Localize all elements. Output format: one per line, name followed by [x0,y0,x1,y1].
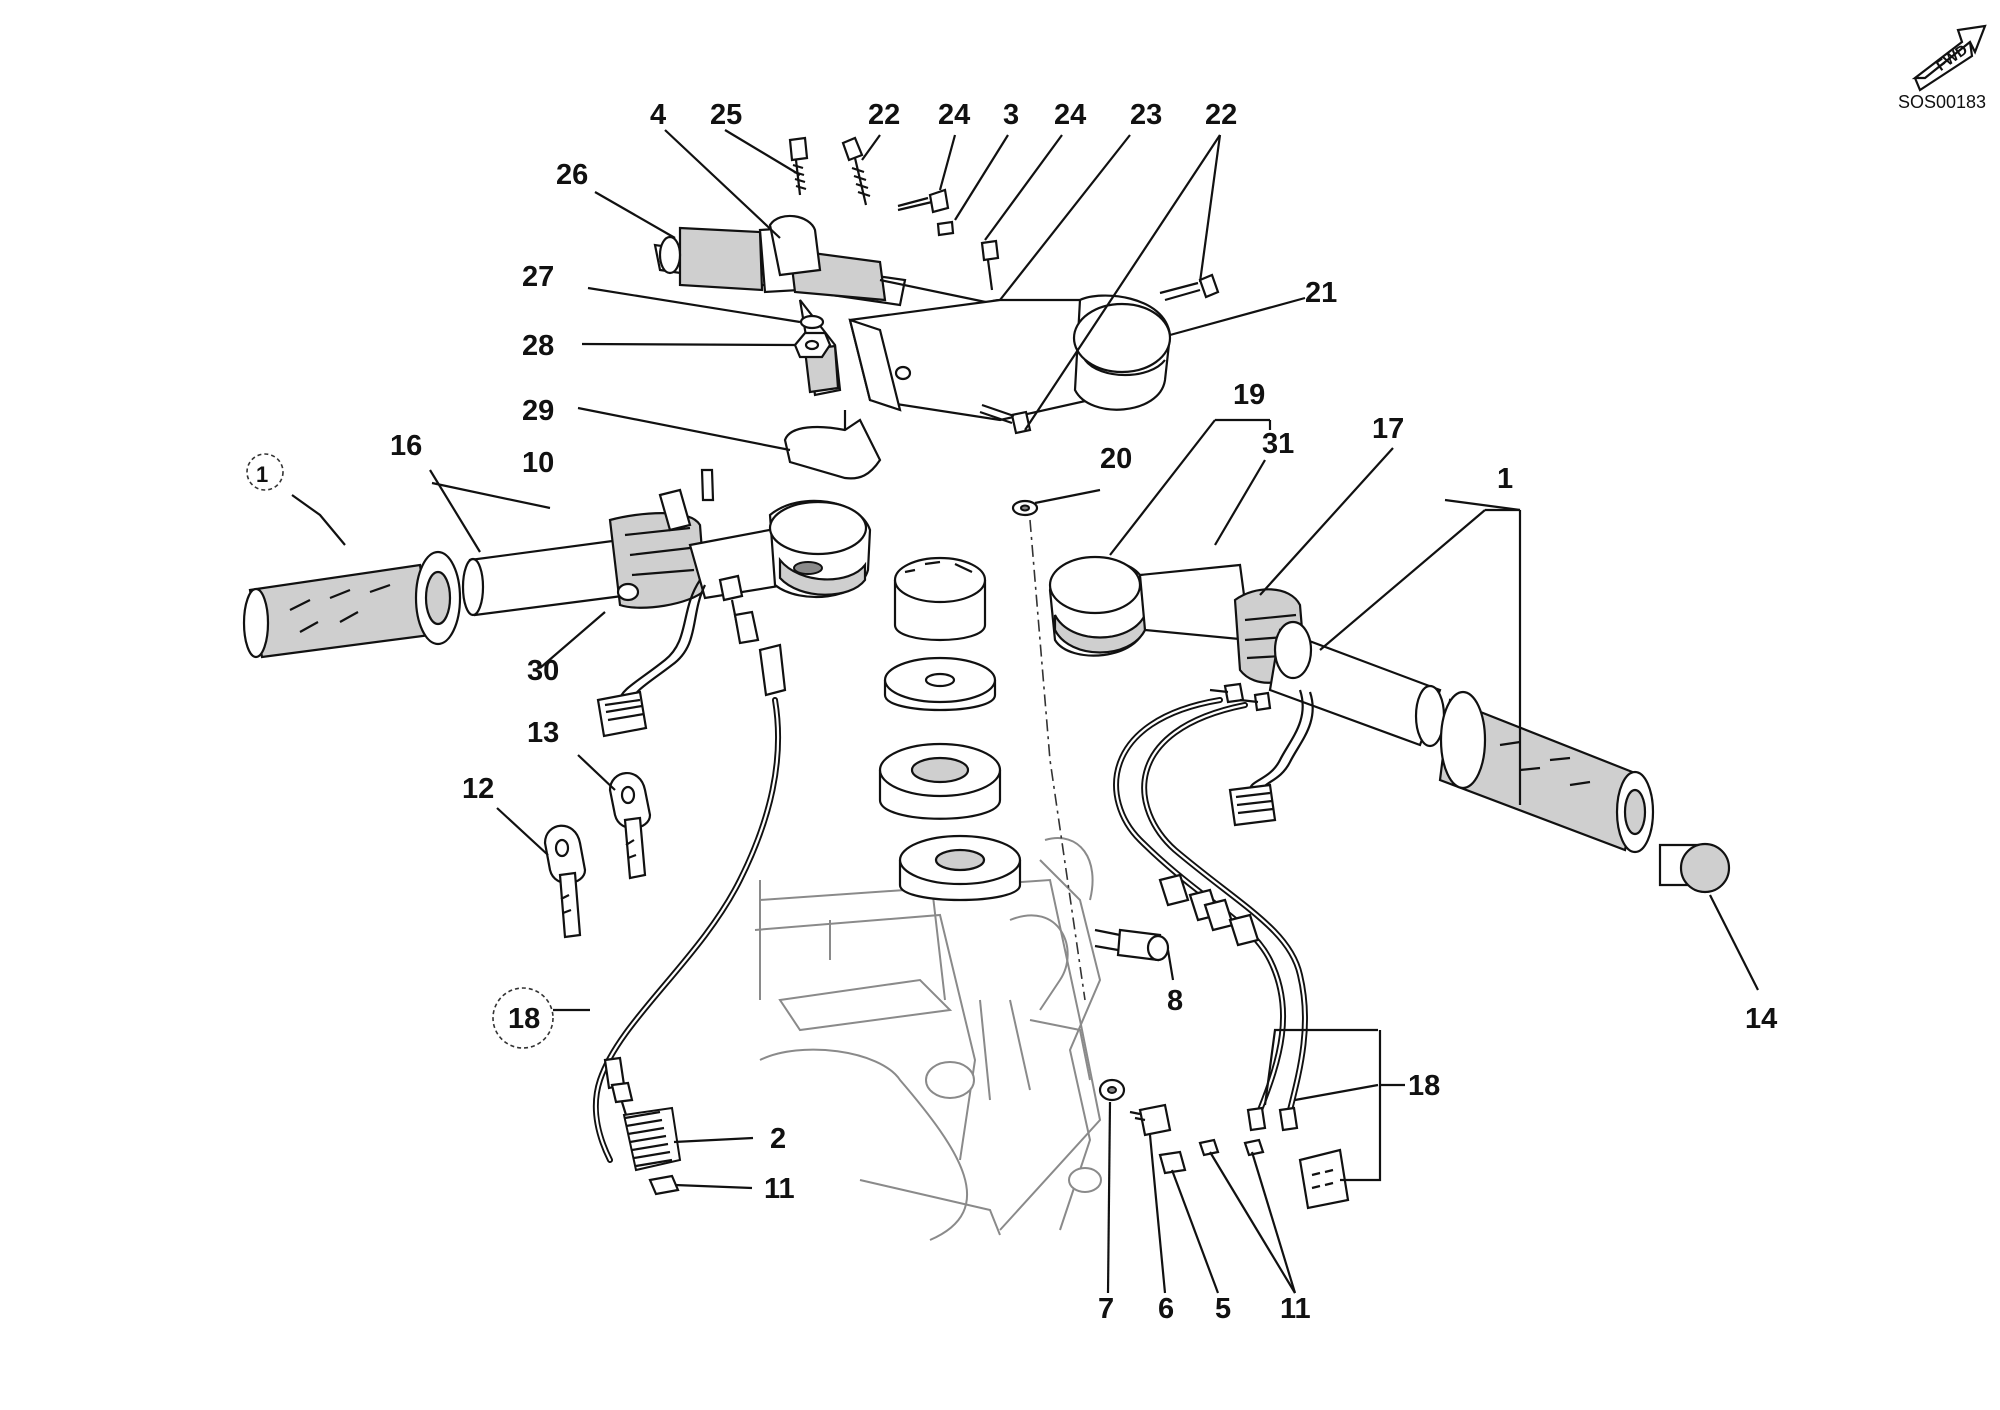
right-handlebar [1048,555,1731,894]
callout-5: 5 [1215,1293,1231,1325]
callout-19: 19 [1233,379,1265,411]
callout-8: 8 [1167,985,1183,1017]
steering-stem-stack [878,556,1022,902]
top-yoke [798,294,1172,422]
callout-28: 28 [522,330,554,362]
fwd-arrow-icon: FWD [1911,24,1987,92]
callout-11: 11 [1280,1293,1311,1325]
callout-6: 6 [1158,1293,1174,1325]
callout-14: 14 [1745,1003,1777,1035]
callout-21: 21 [1305,277,1337,309]
callout-22: 22 [868,99,900,131]
callout-circle-1 [246,453,284,491]
callout-1-circled: 1 [256,462,268,487]
callout-30: 30 [527,655,559,687]
ignition-keys [543,772,652,939]
callout-27: 27 [522,261,554,293]
steering-stop-hardware [1094,928,1187,1175]
callout-16: 16 [390,430,422,462]
callout-20: 20 [1100,443,1132,475]
callout-13: 13 [527,717,559,749]
callout-23: 23 [1130,99,1162,131]
leader-lines [291,129,1759,1294]
callout-25: 25 [710,99,742,131]
callout-12: 12 [462,773,494,805]
drawing-code: SOS00183 [1898,92,1986,112]
stem-axis-line [1029,519,1086,1001]
frame-background [754,837,1102,1241]
callout-26: 26 [556,159,588,191]
callout-2: 2 [770,1123,786,1155]
callout-11: 11 [764,1173,795,1205]
callout-labels: 4 25 22 24 3 24 23 22 26 21 27 28 29 19 … [256,99,1777,1325]
callout-18-circled: 18 [508,1003,540,1035]
callout-1: 1 [1497,463,1513,495]
callout-31: 31 [1262,428,1294,460]
throttle-cables-right [1113,697,1350,1210]
callout-10: 10 [522,447,554,479]
callout-24: 24 [1054,99,1086,131]
callout-18: 18 [1408,1070,1440,1102]
callout-3: 3 [1003,99,1019,131]
callout-4: 4 [650,99,666,131]
callout-7: 7 [1098,1293,1114,1325]
throttle-cable-left [592,574,787,1196]
callout-17: 17 [1372,413,1404,445]
callout-22: 22 [1205,99,1237,131]
callout-circle-18 [492,987,554,1049]
left-handlebar [242,468,872,738]
callout-29: 29 [522,395,554,427]
callout-24: 24 [938,99,970,131]
